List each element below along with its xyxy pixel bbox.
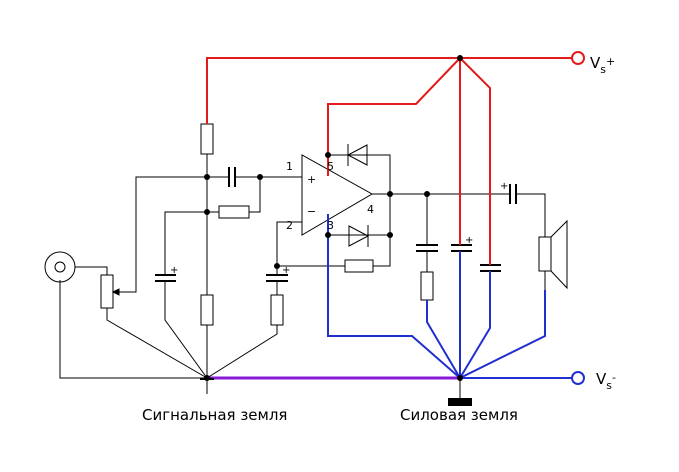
feedback-ground-wire [206, 325, 278, 379]
rail-minus-opamp [327, 214, 461, 379]
diode-top [346, 144, 368, 166]
diode-bottom [348, 225, 370, 247]
opamp-body [301, 154, 374, 236]
power-ground-label: Силовая земля [400, 406, 518, 424]
positive-rail [206, 57, 572, 265]
rail-plus-main [206, 57, 572, 124]
feedback-resistor [344, 259, 374, 273]
divider-resistor-upper [200, 123, 214, 155]
bias-resistor [218, 205, 250, 219]
junction-dot [204, 209, 210, 215]
rail-plus-decoupling-b [459, 57, 491, 265]
input-node-wire [235, 176, 302, 213]
cap-plus-sign: + [500, 181, 508, 192]
cap-plus-sign: + [170, 265, 178, 276]
opamp-minus-sign: − [307, 205, 316, 218]
vs-plus-label: Vs+ [590, 54, 615, 76]
divider-resistor-lower [200, 294, 214, 326]
pin-label-3: 3 [327, 219, 334, 232]
junction-dot [457, 55, 463, 61]
speaker-wire [516, 193, 546, 237]
rail-minus-speaker [459, 290, 546, 379]
pin-label-4: 4 [367, 203, 374, 216]
junction-dot [325, 232, 331, 238]
input-wire [59, 266, 207, 379]
power-ground-symbol [448, 398, 472, 406]
feedback-wire [276, 194, 391, 267]
pot-wiper [118, 176, 229, 293]
pin-label-5: 5 [327, 160, 334, 173]
junction-dot [457, 375, 463, 381]
vs-plus-terminal[interactable] [571, 51, 585, 65]
vs-plus-symbol: V [590, 54, 601, 72]
bias-cap-ground [164, 268, 208, 379]
junction-dot [387, 191, 393, 197]
speaker-coil [538, 236, 552, 272]
negative-rail [327, 214, 572, 379]
zobel-resistor [420, 271, 434, 301]
vs-minus-label: Vs- [596, 370, 616, 392]
junction-dot [274, 263, 280, 269]
junction-dot [204, 174, 210, 180]
signal-wiring [44, 123, 568, 379]
vs-plus-sign: + [606, 55, 615, 68]
vs-minus-symbol: V [596, 370, 607, 388]
rail-minus-decoupling-b [459, 271, 491, 379]
junction-dot [257, 174, 263, 180]
input-jack-inner [54, 261, 66, 273]
pot-wiper-arrow [111, 288, 120, 296]
pin-label-2: 2 [286, 219, 293, 232]
speaker-cone [550, 219, 568, 290]
junction-dot [387, 232, 393, 238]
vs-minus-subscript: s [606, 379, 612, 392]
pot-ground-wire [106, 308, 208, 379]
junction-dot [204, 375, 210, 381]
cap-plus-sign: + [465, 235, 473, 246]
bias-wire [164, 211, 219, 268]
vs-minus-sign: - [612, 371, 616, 384]
vs-plus-subscript: s [600, 63, 606, 76]
pin-label-1: 1 [286, 160, 293, 173]
potentiometer [100, 274, 114, 309]
opamp-plus-sign: + [307, 173, 316, 186]
junction-dot [325, 152, 331, 158]
junction-dot [424, 191, 430, 197]
feedback-lower-resistor [270, 294, 284, 326]
junction-dots [204, 55, 463, 381]
cap-plus-sign: + [282, 265, 290, 276]
vs-minus-terminal[interactable] [571, 371, 585, 385]
rail-minus-zobel [426, 300, 461, 379]
rail-plus-opamp [327, 57, 461, 155]
input-jack-outer[interactable] [44, 251, 76, 283]
signal-ground-label: Сигнальная земля [142, 406, 287, 424]
